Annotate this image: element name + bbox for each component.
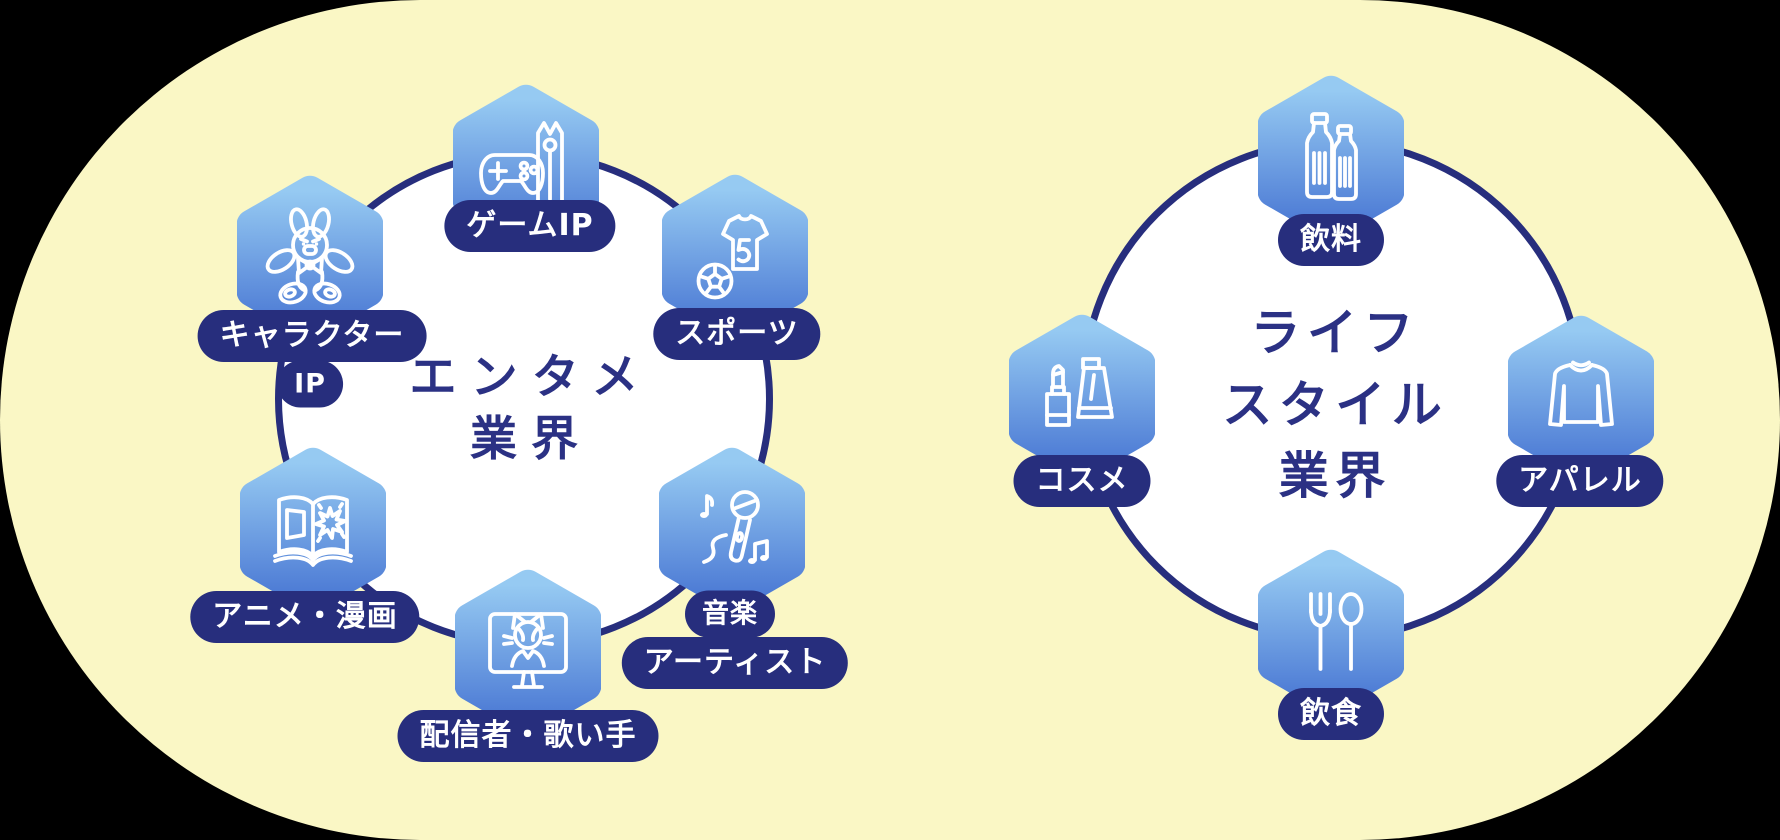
stuffed-rabbit-icon — [265, 207, 355, 305]
label-artist: アーティスト — [621, 637, 849, 689]
hex-anime-manga — [239, 446, 387, 614]
label-cosmetics: コスメ — [1013, 455, 1151, 507]
bottles-icon — [1305, 112, 1358, 201]
label-character-ip: IP — [277, 360, 343, 408]
shirt-icon — [1548, 360, 1614, 427]
entertainment-title: エンタメ 業界 — [395, 347, 652, 471]
game-controller-icon — [479, 121, 564, 209]
microphone-icon — [700, 490, 769, 564]
title-line: 業界 — [469, 412, 593, 467]
soccer-jersey-icon — [696, 214, 769, 300]
label-food: 飲食 — [1278, 688, 1384, 740]
title-line: 業界 — [1278, 446, 1392, 505]
label-anime-manga: アニメ・漫画 — [190, 591, 420, 643]
label-apparel: アパレル — [1496, 455, 1664, 507]
title-line: ライフ — [1250, 303, 1420, 362]
streamer-monitor-icon — [488, 612, 568, 689]
cosmetics-icon — [1045, 357, 1114, 427]
label-music: 音楽 — [685, 590, 775, 638]
title-line: スタイル — [1222, 375, 1449, 434]
cutlery-icon — [1309, 592, 1364, 671]
hex-music-artist — [658, 446, 806, 614]
lifestyle-title: ライフ スタイル 業界 — [1216, 298, 1449, 513]
label-character: キャラクター — [197, 310, 427, 362]
hex-sports — [661, 173, 809, 341]
label-streamer-singer: 配信者・歌い手 — [397, 710, 659, 762]
title-line: エンタメ — [409, 349, 653, 405]
label-game-ip: ゲームIP — [444, 200, 616, 252]
manga-book-icon — [273, 495, 353, 567]
label-beverage: 飲料 — [1278, 214, 1384, 266]
label-sports: スポーツ — [653, 308, 821, 360]
